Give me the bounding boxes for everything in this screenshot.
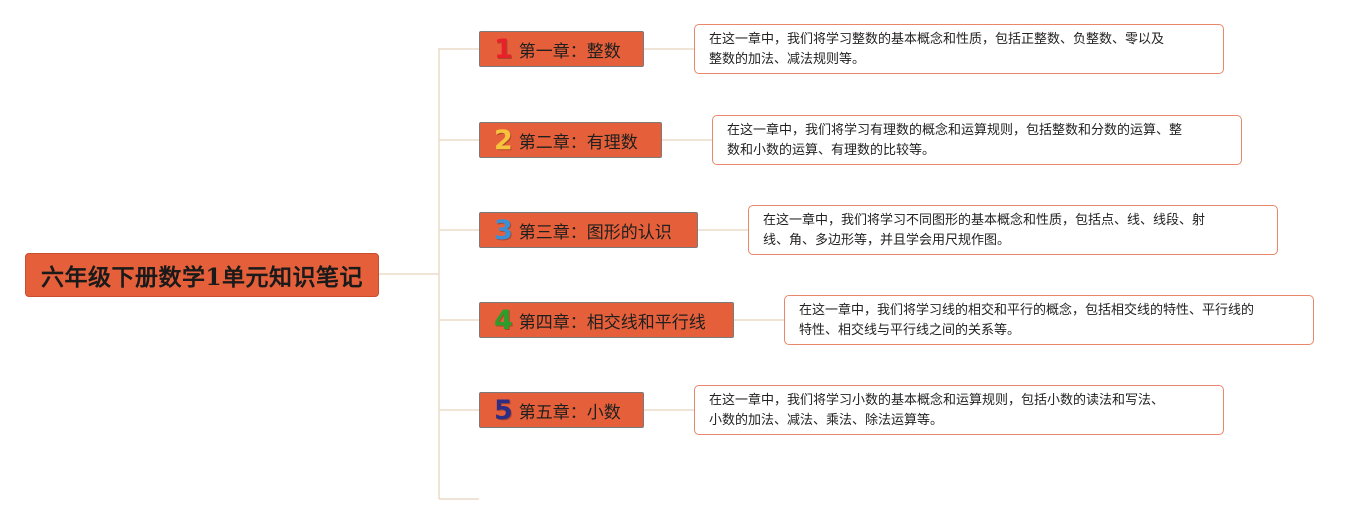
chapter-2-description[interactable]: 在这一章中，我们将学习有理数的概念和运算规则，包括整数和分数的运算、整 数和小数…: [712, 115, 1242, 165]
chapter-4-desc-line-1: 在这一章中，我们将学习线的相交和平行的概念，包括相交线的特性、平行线的: [799, 303, 1255, 318]
chapter-1-node[interactable]: 1 第一章：整数: [479, 31, 644, 67]
chapter-3-title: 第三章：图形的认识: [518, 222, 672, 243]
chapter-5-description[interactable]: 在这一章中，我们将学习小数的基本概念和运算规则，包括小数的读法和写法、 小数的加…: [694, 385, 1224, 435]
chapter-1-title: 第一章：整数: [518, 41, 621, 62]
chapter-4-node[interactable]: 4 第四章：相交线和平行线: [479, 302, 734, 338]
chapter-5-node[interactable]: 5 第五章：小数: [479, 392, 644, 428]
chapter-5-number: 5: [494, 394, 513, 426]
chapter-5-desc-line-1: 在这一章中，我们将学习小数的基本概念和运算规则，包括小数的读法和写法、: [709, 393, 1165, 408]
chapter-3-number: 3: [494, 214, 513, 246]
chapter-5-desc-line-2: 小数的加法、减法、乘法、除法运算等。: [709, 413, 944, 428]
chapter-4-description[interactable]: 在这一章中，我们将学习线的相交和平行的概念，包括相交线的特性、平行线的 特性、相…: [784, 295, 1314, 345]
chapter-2-desc-line-2: 数和小数的运算、有理数的比较等。: [727, 143, 936, 158]
chapter-5-title: 第五章：小数: [518, 402, 621, 423]
chapter-3-node[interactable]: 3 第三章：图形的认识: [479, 212, 698, 248]
chapter-2-node[interactable]: 2 第二章：有理数: [479, 122, 662, 158]
chapter-2-desc-line-1: 在这一章中，我们将学习有理数的概念和运算规则，包括整数和分数的运算、整: [727, 123, 1183, 138]
chapter-1-desc-line-1: 在这一章中，我们将学习整数的基本概念和性质，包括正整数、负整数、零以及: [709, 32, 1165, 47]
chapter-4-title: 第四章：相交线和平行线: [518, 312, 706, 333]
chapter-4-desc-line-2: 特性、相交线与平行线之间的关系等。: [799, 323, 1021, 338]
root-topic[interactable]: 六年级下册数学1单元知识笔记: [25, 253, 379, 297]
chapter-3-desc-line-1: 在这一章中，我们将学习不同图形的基本概念和性质，包括点、线、线段、射: [763, 213, 1206, 228]
chapter-1-desc-line-2: 整数的加法、减法规则等。: [709, 52, 866, 67]
chapter-3-desc-line-2: 线、角、多边形等，并且学会用尺规作图。: [763, 233, 1011, 248]
chapter-1-description[interactable]: 在这一章中，我们将学习整数的基本概念和性质，包括正整数、负整数、零以及 整数的加…: [694, 24, 1224, 74]
chapter-2-title: 第二章：有理数: [518, 132, 638, 153]
chapter-1-number: 1: [494, 33, 513, 65]
root-title: 六年级下册数学1单元知识笔记: [40, 264, 363, 291]
chapter-4-number: 4: [494, 304, 513, 336]
chapter-3-description[interactable]: 在这一章中，我们将学习不同图形的基本概念和性质，包括点、线、线段、射 线、角、多…: [748, 205, 1278, 255]
chapter-2-number: 2: [494, 124, 513, 156]
